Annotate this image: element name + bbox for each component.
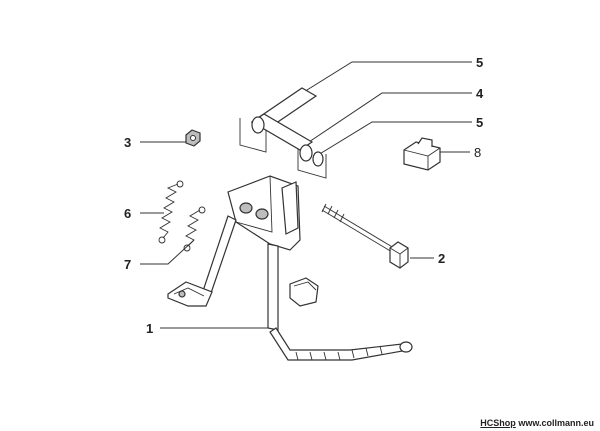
callout-5-lower: 5 bbox=[476, 115, 483, 130]
callout-8: 8 bbox=[474, 145, 481, 160]
nut-part bbox=[185, 129, 201, 147]
callout-3: 3 bbox=[124, 135, 131, 150]
rubber-block-part bbox=[403, 137, 441, 171]
footer-site: www.collmann.eu bbox=[518, 418, 594, 428]
callout-6: 6 bbox=[124, 206, 131, 221]
bolt-part bbox=[321, 203, 409, 269]
bracket-outlines bbox=[239, 118, 327, 179]
shaft-part bbox=[250, 87, 324, 167]
callout-labels: 5 4 5 3 8 6 2 7 1 bbox=[124, 55, 484, 336]
callout-7: 7 bbox=[124, 257, 131, 272]
callout-1: 1 bbox=[146, 321, 153, 336]
callout-5-top: 5 bbox=[476, 55, 483, 70]
center-stand-part bbox=[167, 175, 413, 361]
callout-4: 4 bbox=[476, 86, 484, 101]
spring-long-part bbox=[158, 180, 184, 244]
footer-brand: HCShop bbox=[480, 418, 516, 428]
callout-2: 2 bbox=[438, 251, 445, 266]
spring-short-part bbox=[183, 206, 206, 252]
footer-credit: HCShop www.collmann.eu bbox=[480, 418, 594, 428]
